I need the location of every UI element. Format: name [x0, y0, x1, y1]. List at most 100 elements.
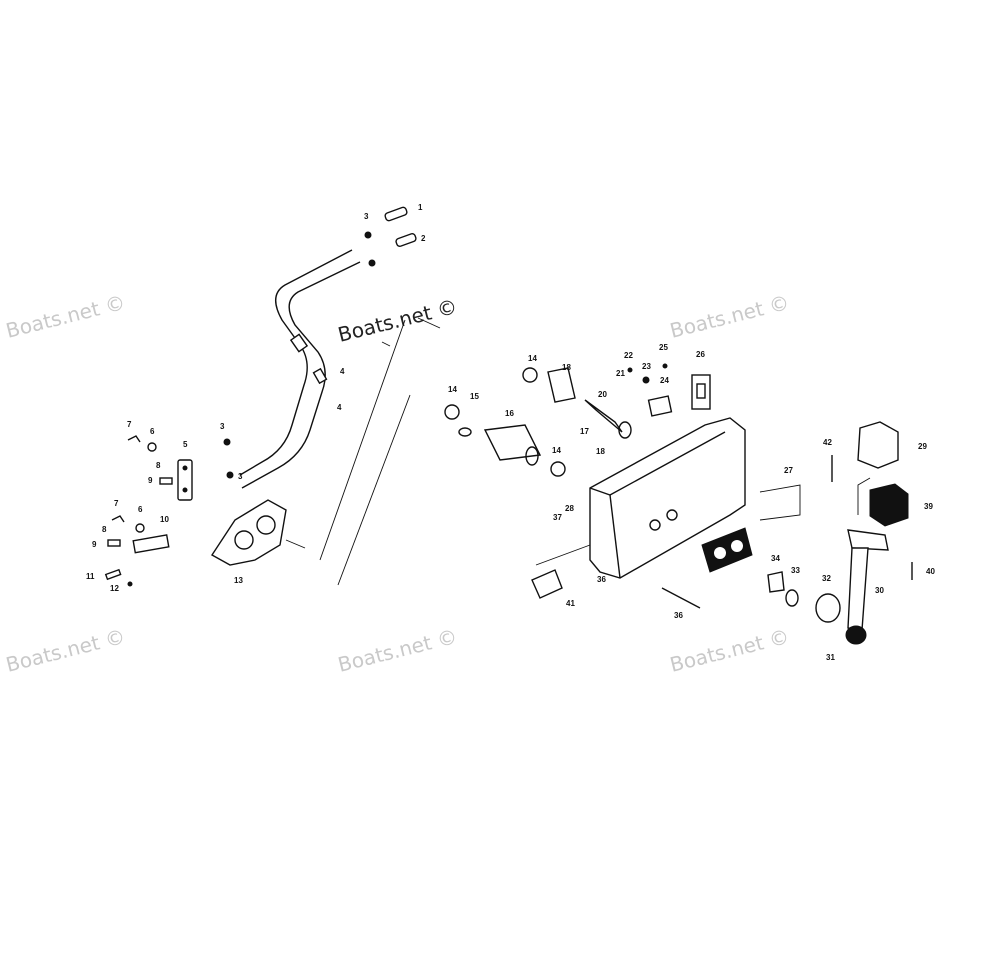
shift-lever-parts [767, 421, 913, 645]
linkage-parts [104, 435, 193, 587]
gasket-36 [701, 527, 753, 573]
callout-32: 32 [822, 574, 831, 583]
callout-17: 17 [580, 427, 589, 436]
bracket-5 [177, 459, 193, 501]
leader-line [381, 341, 391, 347]
housing-hole [649, 519, 661, 531]
callout-3: 3 [238, 472, 243, 481]
roller-32 [815, 593, 841, 623]
callout-36: 36 [597, 575, 606, 584]
callout-16: 16 [505, 409, 514, 418]
washer-6 [135, 523, 145, 533]
callout-27: 27 [784, 466, 793, 475]
cable-clip [289, 333, 309, 353]
callout-3: 3 [220, 422, 225, 431]
callout-14: 14 [528, 354, 537, 363]
handle-knob [618, 421, 632, 439]
watermark-main: Boats.net © [335, 294, 459, 347]
callout-11: 11 [86, 572, 95, 581]
callout-12: 12 [110, 584, 119, 593]
callout-4: 4 [340, 367, 345, 376]
watermark-left-bottom: Boats.net © [3, 624, 127, 677]
lever-bracket [847, 529, 889, 551]
shaft-16 [483, 424, 542, 461]
housing-hole [666, 509, 678, 521]
hole [182, 487, 188, 493]
plate-24 [647, 395, 673, 417]
spring-34 [767, 571, 785, 593]
callout-24: 24 [660, 376, 669, 385]
callout-numbers: 1 2 3 3 3 4 4 5 6 6 7 7 8 8 9 9 10 11 12… [86, 203, 935, 662]
housing-front-edge [609, 494, 621, 579]
callout-18: 18 [596, 447, 605, 456]
callout-10: 10 [160, 515, 169, 524]
callout-30: 30 [875, 586, 884, 595]
lever-10 [132, 534, 170, 554]
watermark-left-top: Boats.net © [3, 290, 127, 343]
clip-41 [531, 569, 563, 599]
gasket-hole [714, 547, 726, 559]
nut-3 [223, 438, 231, 446]
callout-28: 28 [565, 504, 574, 513]
screw-25 [662, 363, 668, 369]
callout-15: 15 [470, 392, 479, 401]
leader-line [535, 544, 591, 566]
callout-4: 4 [337, 403, 342, 412]
callout-36: 36 [674, 611, 683, 620]
pin-9 [159, 477, 173, 485]
callout-1: 1 [418, 203, 423, 212]
ring-15 [458, 427, 472, 437]
leader-line [857, 477, 871, 515]
callout-14: 14 [552, 446, 561, 455]
housing-body [589, 417, 746, 579]
callout-37: 37 [553, 513, 562, 522]
cable-upper [239, 249, 353, 476]
washer-33 [785, 589, 799, 607]
callout-2: 2 [421, 234, 426, 243]
nut-23 [642, 376, 650, 384]
lever-30 [847, 547, 869, 631]
switch-39 [869, 483, 909, 527]
callout-25: 25 [659, 343, 668, 352]
callout-22: 22 [624, 351, 633, 360]
callout-7: 7 [114, 499, 119, 508]
callout-8: 8 [156, 461, 161, 470]
callout-6: 6 [138, 505, 143, 514]
cable-lower [241, 261, 361, 489]
callout-33: 33 [791, 566, 800, 575]
cable-clip [312, 367, 328, 385]
callout-26: 26 [696, 350, 705, 359]
callout-13: 13 [234, 576, 243, 585]
callout-9: 9 [92, 540, 97, 549]
leader-line [417, 317, 441, 329]
plate-hole [234, 530, 254, 550]
control-box-27 [589, 417, 801, 579]
callout-9: 9 [148, 476, 153, 485]
screw-11 [104, 568, 122, 581]
callout-21: 21 [616, 369, 625, 378]
mounting-plate-13 [211, 499, 306, 566]
shaft-end [525, 446, 539, 466]
bushing-14 [550, 461, 566, 477]
callout-7: 7 [127, 420, 132, 429]
cover-plates [531, 527, 753, 609]
nut-12 [127, 581, 133, 587]
watermark-right-bottom: Boats.net © [667, 624, 791, 677]
cable-end-2 [395, 232, 417, 248]
boot-29 [857, 421, 899, 469]
bushing-14 [444, 404, 460, 420]
cam-18 [547, 367, 576, 403]
callout-41: 41 [566, 599, 575, 608]
lever-knob [845, 625, 867, 645]
callout-14: 14 [448, 385, 457, 394]
rod-35 [661, 587, 701, 609]
callout-42: 42 [823, 438, 832, 447]
callout-29: 29 [918, 442, 927, 451]
callout-34: 34 [771, 554, 780, 563]
callout-40: 40 [926, 567, 935, 576]
bushing-14 [522, 367, 538, 383]
pin-9 [107, 539, 121, 547]
callout-5: 5 [183, 440, 188, 449]
control-internal-parts [444, 363, 711, 477]
